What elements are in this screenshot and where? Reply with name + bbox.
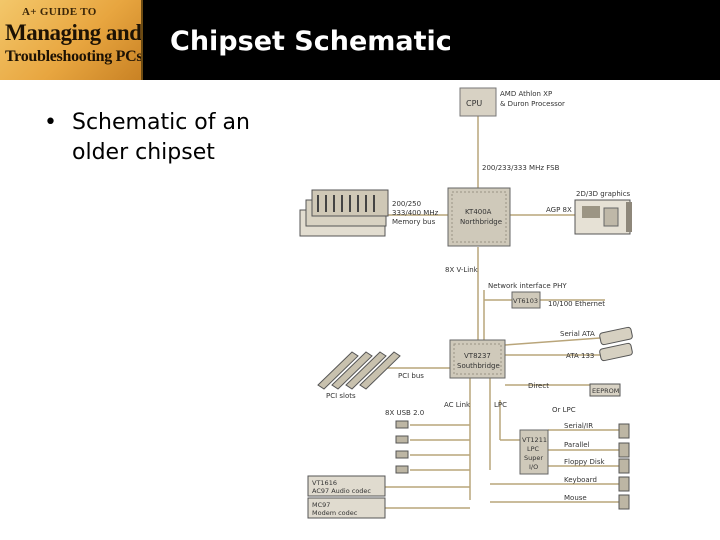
- graphics-card: [574, 199, 632, 235]
- superio-label-3: Super: [524, 454, 543, 462]
- serialir-label: Serial/IR: [564, 422, 593, 430]
- ethernet-label: 10/100 Ethernet: [548, 300, 605, 308]
- memory-label-3: Memory bus: [392, 218, 436, 226]
- memory-label-2: 333/400 MHz: [392, 209, 439, 217]
- modem-codec: [307, 497, 386, 519]
- cpu-chip: [459, 87, 497, 117]
- southbridge-chip: [449, 339, 506, 379]
- memory-modules: [299, 189, 389, 237]
- audio-label-1: VT1616: [312, 479, 337, 487]
- logo-line-1: A+ GUIDE TO: [22, 6, 97, 18]
- lpc-label: LPC: [494, 401, 507, 409]
- parallel-label: Parallel: [564, 441, 590, 449]
- southbridge-label-1: VT8237: [464, 352, 491, 360]
- pci-slots: [317, 351, 401, 390]
- agp-label: AGP 8X: [546, 206, 572, 214]
- graphics-label: 2D/3D graphics: [576, 190, 631, 198]
- usb-ports: [395, 420, 409, 474]
- ata-label: ATA 133: [566, 352, 594, 360]
- vlink-label: 8X V-Link: [445, 266, 479, 274]
- eeprom-label: EEPROM: [592, 387, 619, 395]
- hard-drives: [599, 326, 633, 362]
- audio-codec: [307, 475, 386, 497]
- phy-chip-label: VT6103: [513, 297, 538, 305]
- northbridge-label-1: KT400A: [465, 208, 492, 216]
- memory-label-1: 200/250: [392, 200, 421, 208]
- modem-label-1: MC97: [312, 501, 330, 509]
- superio-label-2: LPC: [527, 445, 540, 453]
- logo-line-2: Managing and: [5, 20, 142, 45]
- phy-chip: [511, 291, 541, 309]
- bullet-text: Schematic of an older chipset: [72, 110, 250, 165]
- chipset-schematic: CPU AMD Athlon XP & Duron Processor 200/…: [299, 87, 633, 519]
- pci-bus-label: PCI bus: [398, 372, 424, 380]
- modem-label-2: Modem codec: [312, 509, 358, 517]
- direct-label: Direct: [528, 382, 549, 390]
- sata-label: Serial ATA: [560, 330, 595, 338]
- pci-slots-label: PCI slots: [326, 392, 356, 400]
- connection-lines: [385, 116, 625, 509]
- cpu-label: CPU: [466, 99, 482, 108]
- northbridge-label-2: Northbridge: [460, 218, 502, 226]
- superio-chip: [519, 429, 549, 475]
- cpu-desc-2: & Duron Processor: [500, 100, 565, 108]
- floppy-label: Floppy Disk: [564, 458, 605, 466]
- northbridge-chip: [447, 187, 511, 247]
- keyboard-label: Keyboard: [564, 476, 597, 484]
- fsb-label: 200/233/333 MHz FSB: [482, 164, 560, 172]
- usb-label: 8X USB 2.0: [385, 409, 424, 417]
- mouse-label: Mouse: [564, 494, 587, 502]
- logo-line-3: Troubleshooting PCs: [5, 48, 143, 65]
- port-connectors: [618, 423, 630, 510]
- book-logo: A+ GUIDE TO Managing and Troubleshooting…: [0, 0, 143, 80]
- bullet-symbol: •: [44, 110, 57, 135]
- audio-label-2: AC97 Audio codec: [312, 487, 371, 495]
- superio-label-1: VT1211: [522, 436, 547, 444]
- eeprom-chip: [589, 383, 621, 397]
- phy-label: Network interface PHY: [488, 282, 567, 290]
- ac-link-label: AC Link: [444, 401, 471, 409]
- southbridge-label-2: Southbridge: [457, 362, 500, 370]
- cpu-desc-1: AMD Athlon XP: [500, 90, 552, 98]
- or-lpc-label: Or LPC: [552, 406, 576, 414]
- superio-label-4: I/O: [529, 463, 538, 471]
- slide-title: Chipset Schematic: [170, 26, 452, 57]
